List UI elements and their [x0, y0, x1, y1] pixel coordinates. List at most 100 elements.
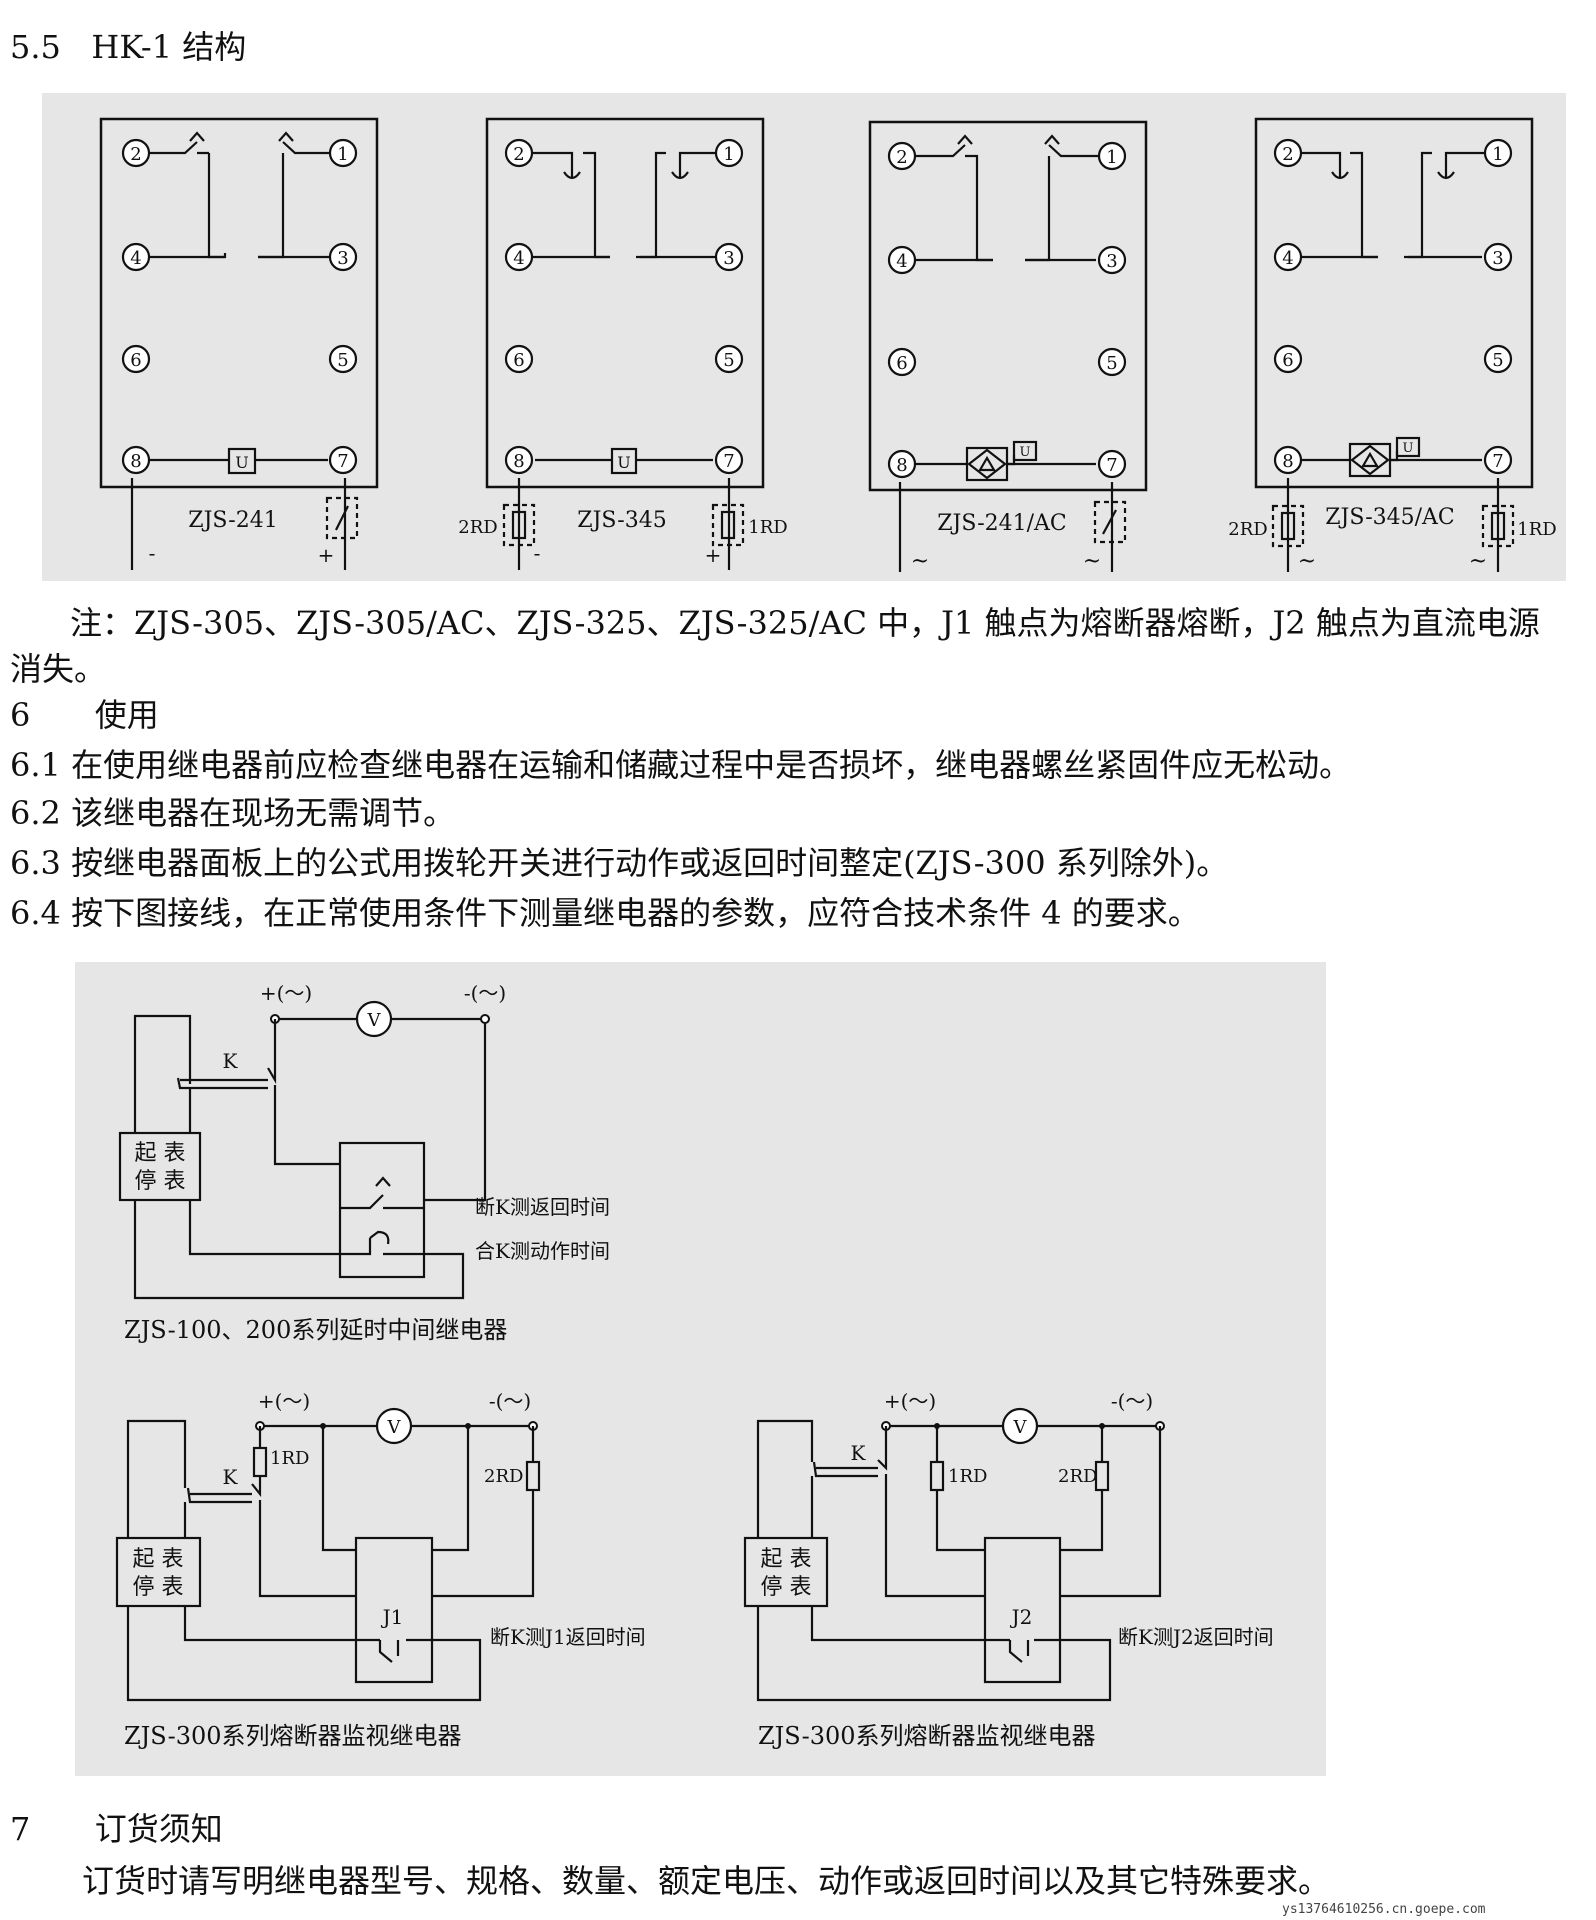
terminal-6: 6	[1282, 350, 1293, 371]
switch-k	[186, 1487, 252, 1504]
timer-return	[126, 1606, 482, 1702]
timer-wires	[133, 1014, 340, 1256]
fuse2-wire	[432, 1426, 535, 1598]
timer-line-2: 停 表	[133, 1575, 184, 1600]
fuse-box-right	[1481, 504, 1515, 548]
contact-mark-right	[278, 131, 294, 142]
terminal-3: 3	[337, 248, 348, 269]
terminal-1: 1	[337, 144, 348, 165]
switch-label: K	[851, 1441, 867, 1465]
model-label: ZJS-345/AC	[1325, 505, 1455, 530]
switch-box	[325, 496, 359, 540]
fuse2	[525, 1460, 541, 1492]
contact-mark-left	[957, 134, 973, 145]
structure-diagrams-svg: U ZJS-241 - + 2 1 4 3 6 5 8 7 U	[99, 117, 1557, 574]
timer-wires	[756, 1419, 1010, 1642]
terminal-3: 3	[1106, 251, 1117, 272]
terminal-7: 7	[1106, 455, 1117, 476]
fuse2-label: 2RD	[1058, 1466, 1097, 1487]
coil-link	[1007, 455, 1016, 466]
rectifier-symbol	[1350, 444, 1390, 476]
polarity-right: ~	[1469, 549, 1487, 574]
terminal-7: 7	[1492, 451, 1503, 472]
fuse-box-left	[1271, 504, 1305, 548]
polarity-left: -	[534, 541, 541, 565]
label-action: 合K测动作时间	[475, 1239, 610, 1263]
switch-k	[812, 1426, 888, 1478]
contact-mark-right	[1044, 134, 1060, 145]
voltmeter-icon	[375, 1407, 413, 1445]
fuse-label-right: 1RD	[748, 517, 787, 538]
timer-line-1: 起 表	[135, 1141, 186, 1166]
k-to-relay	[273, 1085, 340, 1166]
note-line-2: 消失。	[10, 650, 107, 688]
timer-return	[133, 1200, 465, 1300]
item-number: 6.1	[10, 746, 61, 784]
terminal-5: 5	[337, 350, 348, 371]
label: 断K测J2返回时间	[1118, 1625, 1274, 1649]
caption: ZJS-300系列熔断器监视继电器	[758, 1722, 1096, 1750]
relay-contact	[1008, 1640, 1030, 1663]
terminal-5: 5	[1106, 353, 1117, 374]
item-text: 在使用继电器前应检查继电器在运输和储藏过程中是否损坏，继电器螺丝紧固件应无松动。	[71, 746, 1352, 784]
k-to-relay	[258, 1500, 356, 1598]
contact-label: J1	[381, 1605, 404, 1629]
terminal-4: 4	[513, 248, 524, 269]
polarity-left: ~	[911, 549, 929, 574]
relay-contact-2	[340, 1238, 424, 1256]
model-label: ZJS-241	[188, 508, 277, 533]
relay-housing	[99, 117, 379, 489]
voltmeter-label: V	[367, 1010, 382, 1031]
section-title: HK-1 结构	[91, 28, 247, 66]
section-number: 5.5	[10, 28, 61, 66]
caption: ZJS-100、200系列延时中间继电器	[124, 1316, 507, 1344]
terminal-6: 6	[896, 353, 907, 374]
fuse1-label: 1RD	[948, 1466, 987, 1487]
rectifier-symbol	[967, 448, 1007, 480]
timer-box	[118, 1131, 202, 1202]
terminal-2: 2	[130, 144, 141, 165]
contact-label: J2	[1010, 1605, 1033, 1629]
diagram-zjs-241: U ZJS-241 - + 2 1 4 3 6 5 8 7	[99, 117, 379, 570]
coil-label: U	[617, 453, 630, 472]
timer-line-2: 停 表	[761, 1575, 812, 1600]
test-diagram-bottom-left: +(～) -(～) V 1RD K 2RD 起 表 停 表 J1 断K测J1返回…	[115, 1389, 646, 1750]
fuse1	[929, 1460, 945, 1492]
terminal-5: 5	[1492, 350, 1503, 371]
timer-return	[756, 1606, 1112, 1702]
coil-box	[610, 447, 638, 475]
terminal-7: 7	[337, 451, 348, 472]
fuse-label-left: 2RD	[1228, 519, 1267, 540]
terminal-2: 2	[1282, 144, 1293, 165]
leads	[130, 478, 347, 570]
voltmeter-icon	[1001, 1407, 1039, 1445]
fuse2-wire	[1060, 1426, 1104, 1552]
item-number: 6.2	[10, 794, 61, 832]
timer-box	[115, 1536, 202, 1608]
relay-contact-2-mark	[369, 1230, 390, 1245]
coil-label: U	[235, 453, 248, 472]
terminal-4: 4	[896, 251, 907, 272]
terminal-6: 6	[130, 350, 141, 371]
polarity-right: ~	[1083, 549, 1101, 574]
footer-watermark: ys13764610256.cn.goepe.com	[1282, 1902, 1486, 1917]
test-diagram-top: +(～) -(～) V K 起 表 停 表 断K测返回时间 合K测动作时间 ZJ…	[118, 981, 610, 1344]
switch-blade	[335, 505, 349, 531]
test-diagram-bottom-right: +(～) -(～) V K 1RD 2RD 起 表 停 表 J2 断K测J2返回…	[743, 1389, 1274, 1750]
minus-label: -(～)	[489, 1389, 531, 1413]
polarity-right: +	[705, 543, 722, 567]
fuse2	[1094, 1460, 1110, 1492]
relay-contact	[378, 1640, 400, 1663]
model-label: ZJS-345	[577, 508, 666, 533]
terminal-3: 3	[723, 248, 734, 269]
coil-box	[1012, 440, 1038, 462]
section-title: 订货须知	[94, 1810, 223, 1848]
minus-wire	[1060, 1426, 1162, 1598]
leads	[1286, 478, 1500, 572]
terminal-8: 8	[513, 451, 524, 472]
item-text: 按继电器面板上的公式用拨轮开关进行动作或返回时间整定(ZJS-300 系列除外)…	[71, 844, 1229, 882]
label: 断K测J1返回时间	[490, 1625, 646, 1649]
voltmeter-label: V	[387, 1417, 402, 1438]
fuse1	[252, 1446, 268, 1478]
